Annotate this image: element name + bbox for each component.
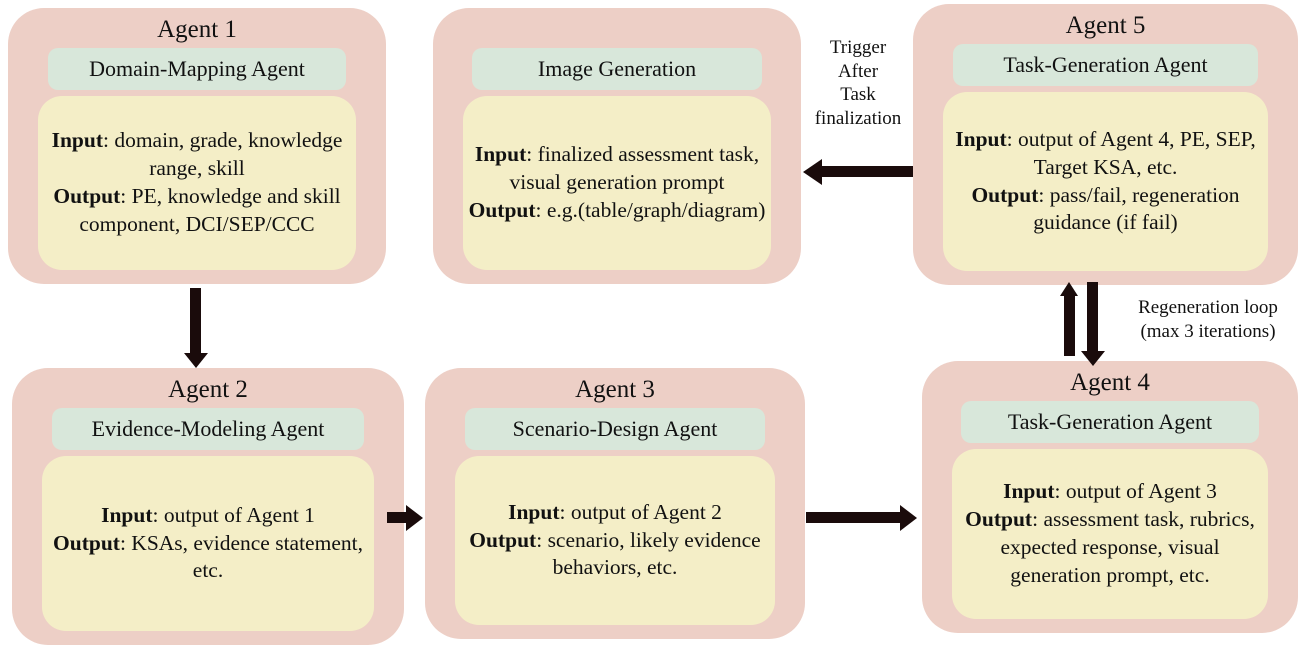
agent5-card-title: Agent 5 [1065, 12, 1146, 40]
io-entry: Input: output of Agent 2 [508, 499, 722, 524]
agent1-role-label: Domain-Mapping Agent [47, 48, 347, 90]
agent4-role-label: Task-Generation Agent [961, 401, 1259, 443]
io-entry: Input: finalized assessment task, visual… [474, 142, 760, 195]
arrow-shaft [190, 288, 201, 354]
io-entry: Input: domain, grade, knowledge range, s… [51, 128, 343, 181]
agent3-role-label: Scenario-Design Agent [464, 408, 766, 450]
regeneration-loop-note: Regeneration loop (max 3 iterations) [1138, 297, 1278, 342]
agent5-io-body: Input: output of Agent 4, PE, SEP, Targe… [943, 92, 1268, 271]
image-generation-io-body: Input: finalized assessment task, visual… [463, 96, 771, 270]
agent5-card: Agent 5 Task-Generation Agent Input: out… [913, 4, 1298, 285]
agent2-io-body: Input: output of Agent 1 Output: KSAs, ev… [42, 456, 374, 631]
image-generation-card: Image Generation Input: finalized assess… [433, 8, 801, 284]
io-entry: Input: output of Agent 3 [1003, 479, 1217, 504]
agent2-card-title: Agent 2 [168, 376, 248, 404]
image-generation-role-label: Image Generation [472, 48, 762, 90]
arrow-head-left-icon [803, 159, 822, 185]
arrow-agent3-to-agent4 [806, 505, 918, 531]
arrow-agent5-to-image-generation [803, 159, 913, 185]
arrow-head-right-icon [900, 505, 917, 531]
agent4-card: Agent 4 Task-Generation Agent Input: out… [922, 361, 1298, 633]
io-entry: Output: KSAs, evidence statement, etc. [53, 530, 363, 583]
io-entry: Output: assessment task, rubrics, expect… [965, 507, 1255, 587]
arrow-agent1-to-agent2 [184, 288, 208, 368]
arrow-head-down-icon [1081, 351, 1105, 366]
agent4-card-title: Agent 4 [1070, 369, 1150, 397]
agent3-card-title: Agent 3 [575, 376, 655, 404]
arrow-shaft [387, 512, 407, 523]
arrow-shaft [820, 166, 913, 177]
agent1-io-body: Input: domain, grade, knowledge range, s… [38, 96, 356, 270]
arrow-shaft [806, 512, 901, 523]
agent5-role-label: Task-Generation Agent [952, 44, 1259, 86]
io-entry: Output: scenario, likely evidence behavi… [469, 527, 761, 580]
arrow-head-up-icon [1060, 282, 1078, 296]
io-entry: Input: output of Agent 1 [101, 502, 315, 527]
io-entry: Output: PE, knowledge and skill componen… [53, 184, 341, 236]
agent3-card: Agent 3 Scenario-Design Agent Input: out… [425, 368, 805, 639]
arrow-head-down-icon [184, 353, 208, 368]
arrow-shaft-up [1064, 294, 1075, 356]
arrow-shaft-down [1087, 282, 1098, 352]
io-entry: Output: pass/fail, regeneration guidance… [971, 182, 1240, 235]
agent4-io-body: Input: output of Agent 3 Output: assessme… [952, 449, 1268, 619]
agent3-io-body: Input: output of Agent 2 Output: scenario… [455, 456, 775, 625]
agent1-card-title: Agent 1 [157, 16, 237, 44]
arrow-head-right-icon [406, 505, 423, 531]
arrow-agent4-agent5-loop [1060, 282, 1108, 366]
agent2-role-label: Evidence-Modeling Agent [51, 408, 365, 450]
io-entry: Output: e.g.(table/graph/diagram) [468, 197, 766, 222]
agent2-card: Agent 2 Evidence-Modeling Agent Input: o… [12, 368, 404, 645]
io-entry: Input: output of Agent 4, PE, SEP, Targe… [955, 126, 1256, 179]
arrow-agent2-to-agent3 [387, 505, 423, 531]
agent1-card: Agent 1 Domain-Mapping Agent Input: doma… [8, 8, 386, 284]
trigger-after-task-finalization-note: Trigger After Task finalization [814, 37, 902, 129]
